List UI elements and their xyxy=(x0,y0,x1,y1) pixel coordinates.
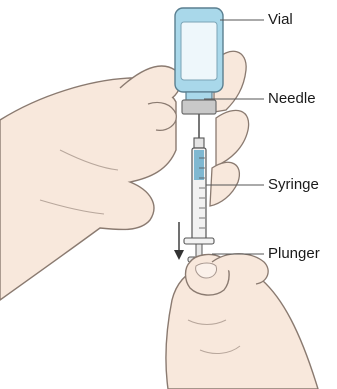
syringe xyxy=(184,138,214,262)
vial-label xyxy=(181,22,217,80)
vial-cap xyxy=(182,100,216,114)
upper-hand-palm xyxy=(0,78,176,300)
syringe-label-text: Syringe xyxy=(268,177,319,192)
syringe-hub xyxy=(194,138,204,148)
plunger-label-text: Plunger xyxy=(268,246,320,261)
pull-down-arrow xyxy=(174,222,184,260)
upper-hand-back-finger-2 xyxy=(216,110,249,166)
syringe-flange xyxy=(184,238,214,244)
needle-label-text: Needle xyxy=(268,91,316,106)
lower-hand xyxy=(166,254,318,389)
syringe-liquid xyxy=(194,150,204,180)
vial-label-text: Vial xyxy=(268,12,293,27)
upper-hand-back-finger-3 xyxy=(210,162,239,206)
